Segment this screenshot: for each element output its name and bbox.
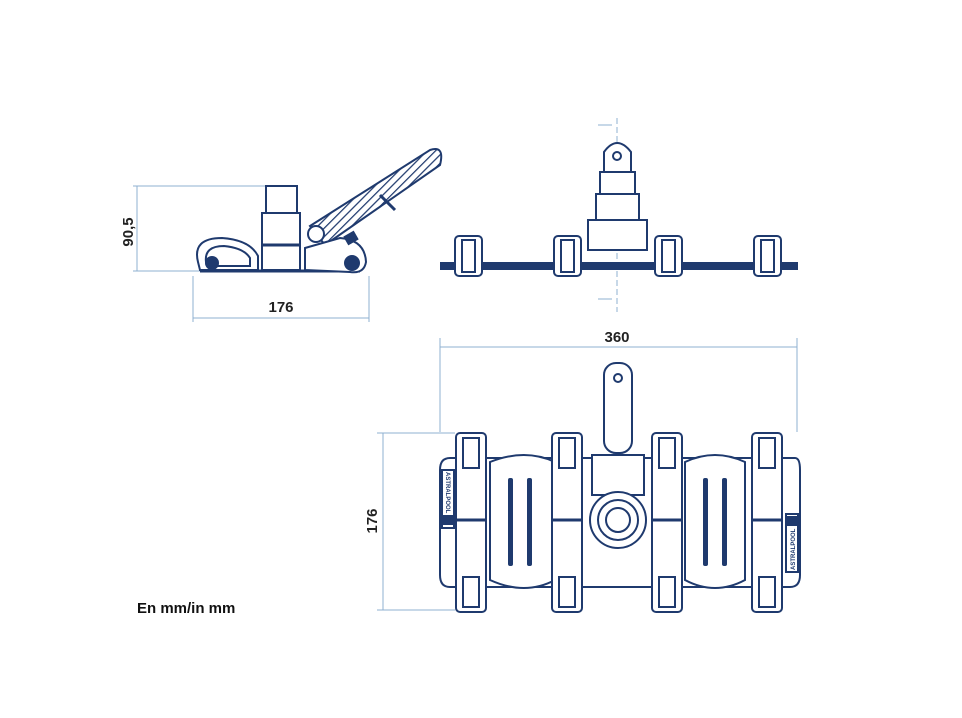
slots bbox=[508, 478, 727, 566]
side-view: 90,5 176 bbox=[120, 148, 443, 322]
wheel-columns bbox=[455, 432, 783, 613]
front-wheels bbox=[454, 235, 782, 277]
units-note: En mm/in mm bbox=[137, 600, 236, 617]
top-width-label: 360 bbox=[604, 329, 629, 346]
brand-logo-left: ASTRALPOOL bbox=[441, 469, 455, 529]
side-length-label: 176 bbox=[268, 299, 293, 316]
brand-mark-left: ASTRALPOOL bbox=[444, 472, 450, 514]
brand-mark-right: ASTRALPOOL bbox=[791, 528, 797, 570]
top-depth-label: 176 bbox=[364, 508, 381, 533]
brand-logo-right: ASTRALPOOL bbox=[785, 513, 799, 573]
top-view: 360 176 bbox=[364, 329, 801, 613]
side-height-label: 90,5 bbox=[120, 217, 137, 246]
front-view bbox=[440, 118, 798, 312]
